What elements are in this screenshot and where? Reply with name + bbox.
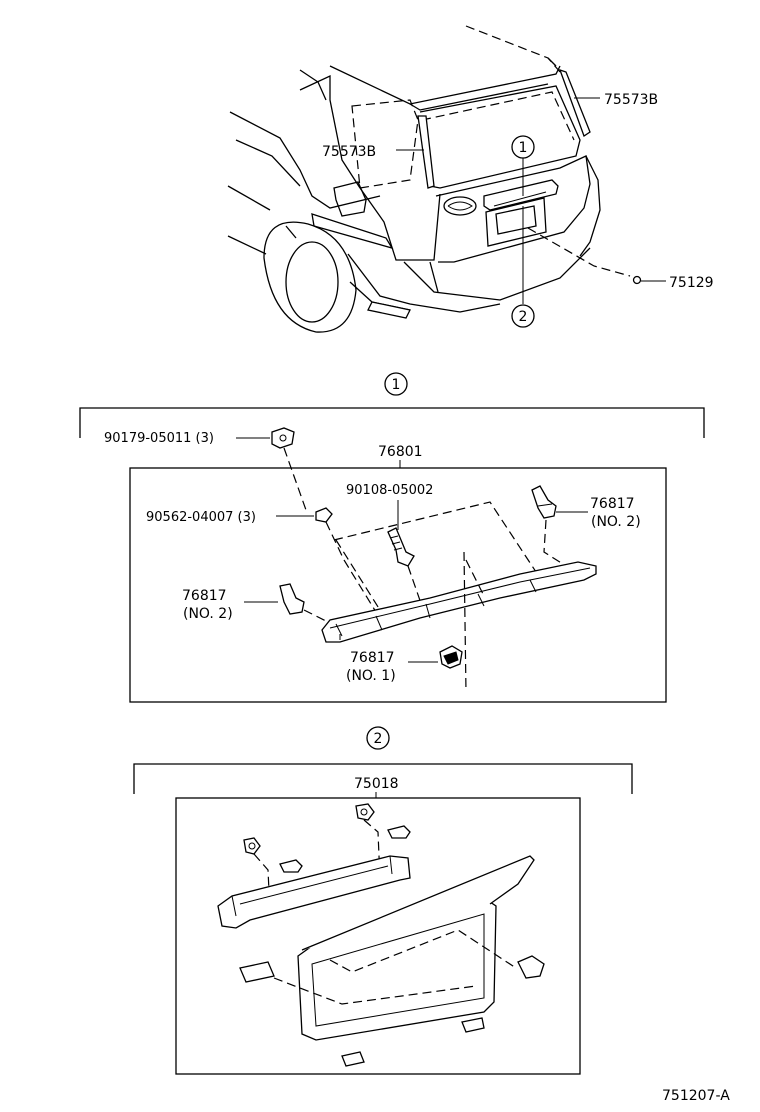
- callout-2: 2: [511, 304, 535, 328]
- label-76817-right: 76817: [590, 496, 635, 512]
- label-76817-left-sub: (NO. 2): [183, 606, 233, 622]
- label-75018: 75018: [354, 776, 399, 792]
- label-75129: 75129: [669, 275, 714, 291]
- section-1-box: [129, 467, 667, 703]
- label-76817-right-sub: (NO. 2): [591, 514, 641, 530]
- nut-90179-icon: [271, 427, 295, 449]
- garnish-76801-shape: [321, 561, 597, 643]
- washer-90562-icon: [315, 507, 333, 523]
- label-76817-bottom-sub: (NO. 1): [346, 668, 396, 684]
- section-1-bracket: [79, 407, 705, 438]
- label-90108: 90108-05002: [346, 483, 433, 498]
- svg-text:2: 2: [519, 309, 528, 325]
- label-76801: 76801: [378, 444, 423, 460]
- section-2-marker: 2: [366, 726, 390, 750]
- section-2-box: [175, 797, 581, 1075]
- clip-76817-no1-icon: [439, 645, 463, 669]
- clip-76817-no2-left-icon: [279, 583, 305, 615]
- license-frame-75018-shape: [217, 803, 545, 1067]
- figure-code: 751207-A: [662, 1088, 730, 1104]
- vehicle-illustration: [227, 25, 666, 333]
- svg-text:1: 1: [519, 140, 528, 156]
- label-75573b-left: 75573B: [322, 144, 376, 160]
- svg-text:1: 1: [392, 377, 401, 393]
- svg-text:2: 2: [374, 731, 383, 747]
- label-90179: 90179-05011 (3): [104, 431, 214, 446]
- label-76817-bottom: 76817: [350, 650, 395, 666]
- label-90562: 90562-04007 (3): [146, 510, 256, 525]
- section-2-bracket: [133, 763, 633, 794]
- callout-1: 1: [511, 135, 535, 159]
- label-76817-left: 76817: [182, 588, 227, 604]
- section-1-marker: 1: [384, 372, 408, 396]
- clip-76817-no2-right-icon: [531, 485, 557, 519]
- screw-90108-icon: [387, 527, 415, 567]
- label-75573b-right: 75573B: [604, 92, 658, 108]
